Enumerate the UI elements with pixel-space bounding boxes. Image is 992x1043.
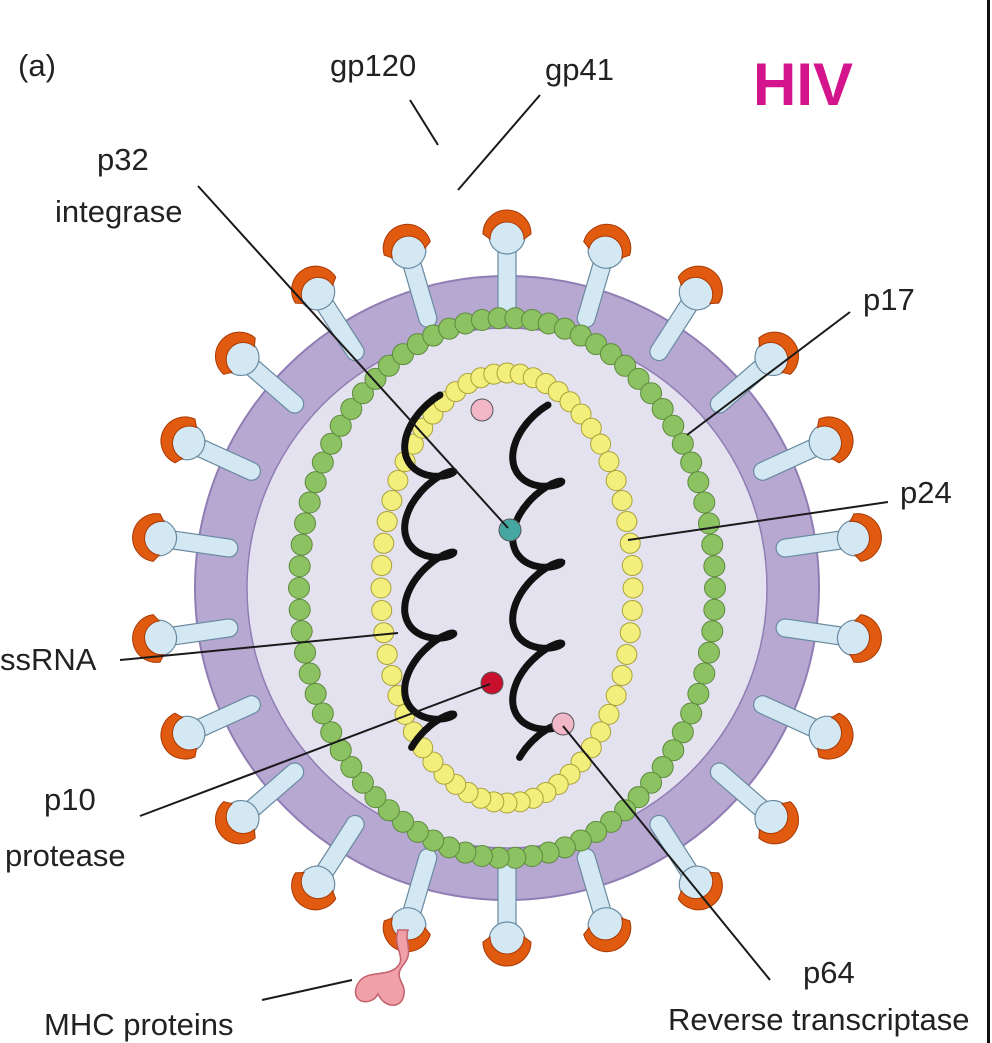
p24-bead bbox=[622, 600, 642, 620]
p17-bead bbox=[305, 472, 326, 493]
p17-bead bbox=[698, 513, 719, 534]
p24-bead bbox=[372, 556, 392, 576]
p24-bead bbox=[388, 471, 408, 491]
gp41-label: gp41 bbox=[545, 52, 614, 87]
p24-bead bbox=[606, 471, 626, 491]
p24-bead bbox=[377, 512, 397, 532]
p17-bead bbox=[299, 492, 320, 513]
p17-bead bbox=[704, 556, 725, 577]
p24-bead bbox=[606, 686, 626, 706]
p24-bead bbox=[599, 452, 619, 472]
p24-bead bbox=[371, 578, 391, 598]
p17-bead bbox=[672, 433, 693, 454]
p17-label: p17 bbox=[863, 282, 915, 317]
p17-bead bbox=[289, 556, 310, 577]
gp120-label: gp120 bbox=[330, 48, 416, 83]
virion-interior bbox=[247, 328, 767, 848]
p24-bead bbox=[599, 704, 619, 724]
p17-bead bbox=[688, 683, 709, 704]
ssrna-label: ssRNA bbox=[0, 642, 97, 677]
p17-bead bbox=[681, 703, 702, 724]
p17-bead bbox=[688, 472, 709, 493]
p17-bead bbox=[305, 683, 326, 704]
p24-bead bbox=[372, 600, 392, 620]
p64-label: p64 bbox=[803, 955, 855, 990]
p17-bead bbox=[681, 452, 702, 473]
gp120-pointer bbox=[410, 100, 438, 145]
figure-title: HIV bbox=[753, 51, 853, 118]
p24-bead bbox=[382, 491, 402, 511]
p24-bead bbox=[612, 491, 632, 511]
gp41-pointer bbox=[458, 95, 540, 190]
p24-bead bbox=[374, 533, 394, 553]
p24-bead bbox=[620, 533, 640, 553]
p17-bead bbox=[295, 513, 316, 534]
right-border bbox=[987, 0, 990, 1043]
virion bbox=[129, 210, 884, 1005]
p17-bead bbox=[312, 703, 333, 724]
p17-bead bbox=[704, 599, 725, 620]
p17-bead bbox=[289, 578, 310, 599]
p24-bead bbox=[382, 665, 402, 685]
mhc-label: MHC proteins bbox=[44, 1007, 234, 1042]
panel-label: (a) bbox=[18, 48, 56, 83]
p17-bead bbox=[299, 663, 320, 684]
p17-bead bbox=[702, 534, 723, 555]
reverse-transcriptase-label: Reverse transcriptase bbox=[668, 1002, 970, 1037]
p17-bead bbox=[291, 534, 312, 555]
p17-bead bbox=[321, 722, 342, 743]
reverse-transcriptase-dot-top bbox=[471, 399, 493, 421]
p24-bead bbox=[617, 512, 637, 532]
p10-label: p10 bbox=[44, 782, 96, 817]
p24-bead bbox=[377, 644, 397, 664]
mhc-protein-shape bbox=[355, 930, 408, 1005]
p17-bead bbox=[705, 578, 726, 599]
p24-bead bbox=[617, 644, 637, 664]
protease-dot bbox=[481, 672, 503, 694]
p17-bead bbox=[702, 621, 723, 642]
p17-bead bbox=[312, 452, 333, 473]
p24-bead bbox=[591, 434, 611, 454]
p32-label: p32 bbox=[97, 142, 149, 177]
p17-bead bbox=[289, 599, 310, 620]
p24-label: p24 bbox=[900, 475, 952, 510]
integrase-label: integrase bbox=[55, 194, 183, 229]
p24-bead bbox=[620, 623, 640, 643]
protease-label: protease bbox=[5, 838, 126, 873]
p24-bead bbox=[622, 556, 642, 576]
p17-bead bbox=[694, 492, 715, 513]
mhc-pointer bbox=[262, 980, 352, 1000]
p24-bead bbox=[623, 578, 643, 598]
p17-bead bbox=[295, 642, 316, 663]
p24-bead bbox=[612, 665, 632, 685]
p17-bead bbox=[698, 642, 719, 663]
p17-bead bbox=[694, 663, 715, 684]
p17-bead bbox=[291, 621, 312, 642]
reverse-transcriptase-dot-bottom bbox=[552, 713, 574, 735]
